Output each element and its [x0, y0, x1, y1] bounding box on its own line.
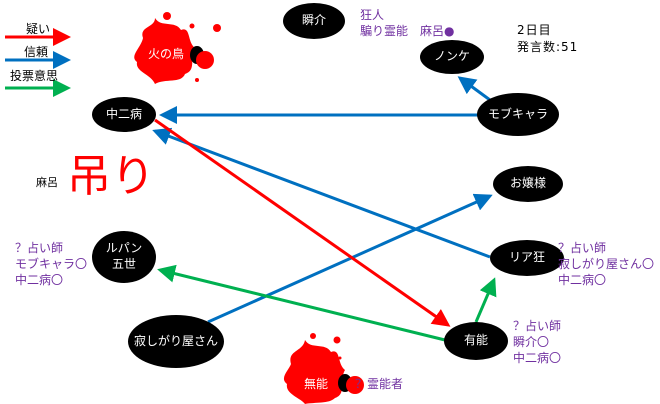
blood-splatter-icon	[283, 333, 364, 404]
legend-suspect-label: 疑い	[26, 22, 51, 36]
note-yuunou: ？占い師 瞬介〇 中二病〇	[513, 318, 561, 366]
blood-splatter-icon	[134, 12, 221, 84]
note-line: 中二病〇	[513, 351, 562, 365]
day-label: 2日目	[517, 23, 552, 37]
node-chunibyo[interactable]: 中二病	[92, 97, 156, 132]
note-line: 瞬介〇	[513, 335, 550, 349]
node-label: 火の鳥	[147, 47, 184, 62]
hanged-name: 麻呂	[36, 176, 58, 189]
note-line: 狂人	[360, 8, 385, 22]
node-riakyo[interactable]: リア狂	[490, 240, 564, 276]
hanged-label: 吊り	[67, 151, 155, 202]
note-line: モブキャラ〇	[15, 257, 88, 271]
post-count: 発言数:51	[517, 40, 579, 54]
arrow-riakyo-chunibyo	[152, 127, 491, 259]
arrow-sabishigari-ojousama	[207, 193, 493, 324]
node-hinotori[interactable]: 火の鳥	[142, 42, 190, 68]
note-line: ？占い師	[558, 241, 607, 255]
node-label: 五世	[111, 257, 136, 271]
node-label: 瞬介	[301, 13, 326, 28]
node-yuunou[interactable]: 有能	[444, 322, 508, 360]
arrow-yuunou-lupin	[157, 264, 446, 342]
note-line: ？占い師	[15, 241, 64, 255]
arrow-chunibyo-yuunou	[154, 118, 451, 327]
node-label: ルパン	[105, 241, 143, 256]
node-label: モブキャラ	[487, 106, 548, 121]
node-label: 寂しがり屋さん	[133, 333, 218, 348]
node-label: ノンケ	[433, 49, 470, 64]
node-sabishigari[interactable]: 寂しがり屋さん	[128, 315, 224, 368]
arrow-yuunou-riakyo	[474, 277, 497, 323]
node-label: 無能	[303, 377, 328, 392]
node-label: 有能	[463, 333, 488, 348]
node-nonke[interactable]: ノンケ	[420, 40, 484, 74]
node-label: リア狂	[508, 250, 545, 265]
note-lupin: ？占い師 モブキャラ〇 中二病〇	[15, 240, 87, 288]
node-label: 中二病	[105, 106, 142, 121]
note-line: 中二病〇	[558, 273, 607, 287]
note-line: ？占い師	[513, 319, 562, 333]
note-riakyo: ？占い師 寂しがり屋さん〇 中二病〇	[558, 240, 654, 288]
note-shunsuke: 狂人 騙り霊能 麻呂●	[360, 7, 454, 39]
node-label: お嬢様	[509, 176, 546, 191]
node-shunsuke[interactable]: 瞬介	[283, 3, 345, 39]
node-munou[interactable]: 無能	[292, 372, 340, 398]
node-mobchara[interactable]: モブキャラ	[477, 93, 559, 136]
arrow-mobchara-nonke	[457, 76, 491, 102]
note-line: 騙り霊能 麻呂●	[360, 24, 455, 38]
status-info: 2日目 発言数:51	[517, 22, 578, 56]
node-lupin[interactable]: ルパン五世	[92, 231, 156, 283]
note-munou: ？霊能者	[355, 377, 404, 391]
legend-trust-label: 信頼	[24, 45, 49, 59]
note-line: 中二病〇	[15, 273, 64, 287]
legend-vote-label: 投票意思	[10, 69, 59, 83]
node-ojousama[interactable]: お嬢様	[493, 166, 563, 202]
note-line: 寂しがり屋さん〇	[558, 257, 655, 271]
